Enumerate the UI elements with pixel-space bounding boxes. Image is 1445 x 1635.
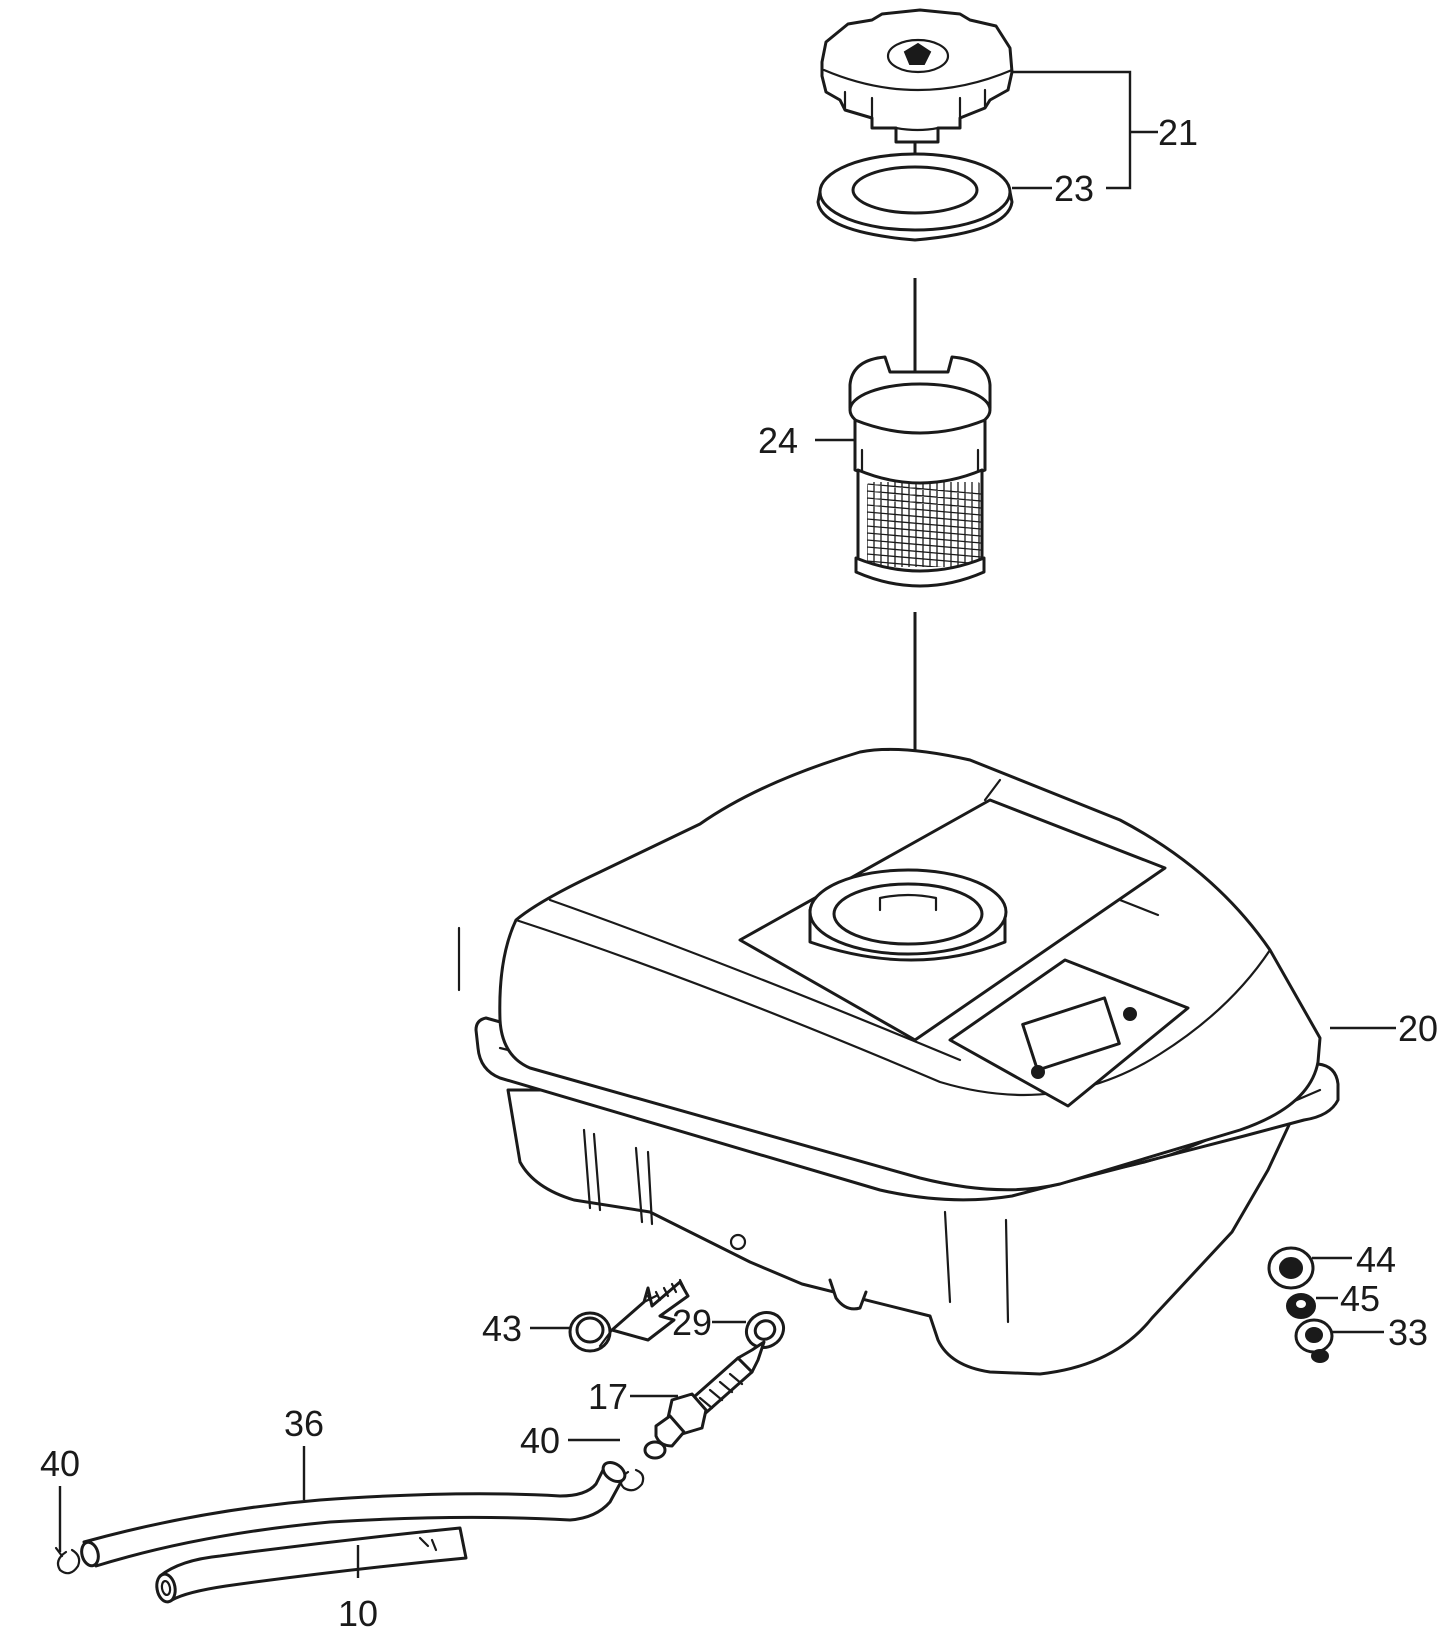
callout-40-valve: 40 (520, 1420, 560, 1461)
callout-36: 36 (284, 1403, 324, 1444)
callout-labels: 21 23 24 20 44 45 33 43 29 17 40 36 40 1… (40, 112, 1438, 1634)
tank-cap (1294, 1318, 1334, 1363)
callout-17: 17 (588, 1376, 628, 1417)
fuel-valve (643, 1340, 766, 1460)
overflow-hose (155, 1526, 468, 1604)
callout-45: 45 (1340, 1278, 1380, 1319)
callout-33: 33 (1388, 1312, 1428, 1353)
flange-bolt (568, 1278, 690, 1353)
callout-23: 23 (1054, 168, 1094, 209)
callout-20: 20 (1398, 1008, 1438, 1049)
callout-21: 21 (1158, 112, 1198, 153)
fuel-strainer (848, 355, 992, 588)
fuel-filler-cap (820, 8, 1014, 144)
callout-44: 44 (1356, 1239, 1396, 1280)
leader-lines (58, 70, 1396, 1578)
cap-gasket (816, 152, 1014, 242)
callout-43: 43 (482, 1308, 522, 1349)
strainer-mesh (867, 482, 981, 567)
callout-29: 29 (672, 1302, 712, 1343)
tank-nut (1286, 1293, 1316, 1319)
callout-10: 10 (338, 1593, 378, 1634)
tank-grommet (1267, 1246, 1315, 1290)
fuel-tank (457, 747, 1340, 1376)
callout-40-end: 40 (40, 1443, 80, 1484)
washer (744, 1310, 786, 1350)
fuel-hose (80, 1460, 627, 1568)
grommet-set (1267, 1246, 1334, 1363)
callout-24: 24 (758, 420, 798, 461)
